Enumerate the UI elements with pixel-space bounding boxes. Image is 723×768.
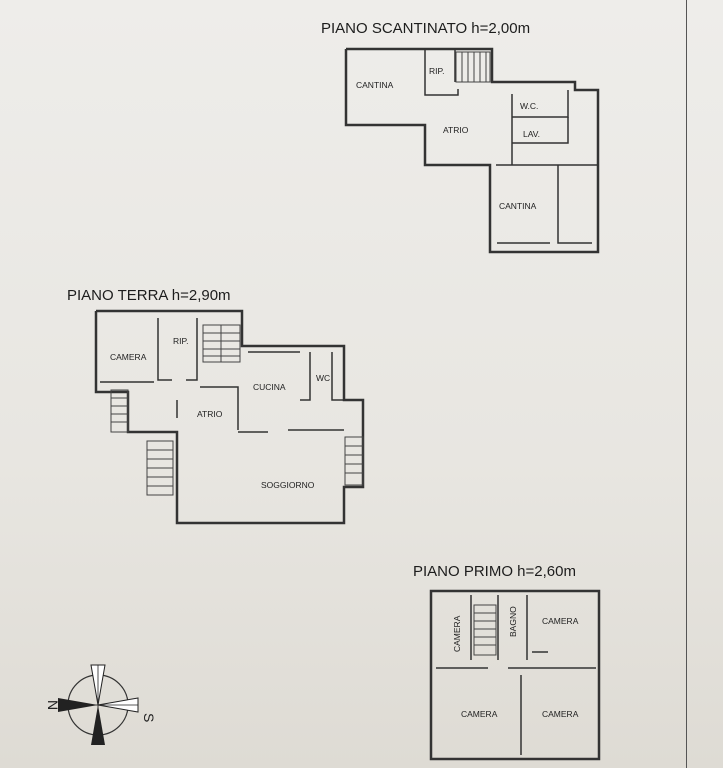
ground-title: PIANO TERRA h=2,90m (67, 287, 231, 304)
ground-plan (94, 309, 365, 525)
first-bagno-label: BAGNO (508, 606, 518, 637)
first-camera-sw-label: CAMERA (461, 709, 498, 719)
basement-plan (344, 47, 600, 254)
first-camera-ne-label: CAMERA (542, 616, 579, 626)
first-camera-small-label: CAMERA (452, 615, 462, 652)
ground-cucina-label: CUCINA (253, 382, 286, 392)
basement-lav-label: LAV. (523, 129, 540, 139)
basement-title: PIANO SCANTINATO h=2,00m (321, 20, 530, 37)
ground-camera-label: CAMERA (110, 352, 147, 362)
basement-atrio-label: ATRIO (443, 125, 469, 135)
basement-rip-label: RIP. (429, 66, 444, 76)
ground-rip-label: RIP. (173, 336, 188, 346)
ground-wc-label: WC (316, 373, 330, 383)
first-camera-se-label: CAMERA (542, 709, 579, 719)
ground-soggiorno-label: SOGGIORNO (261, 480, 315, 490)
basement-wc-label: W.C. (520, 101, 538, 111)
sheet-margin-line (686, 0, 687, 768)
compass-rose-icon (58, 664, 139, 745)
first-plan (429, 589, 601, 761)
basement-cantina-2-label: CANTINA (499, 201, 537, 211)
basement-cantina-1-label: CANTINA (356, 80, 394, 90)
ground-atrio-label: ATRIO (197, 409, 223, 419)
compass-south-label: S (141, 713, 157, 722)
first-title: PIANO PRIMO h=2,60m (413, 563, 576, 580)
compass-north-label: N (45, 700, 61, 710)
